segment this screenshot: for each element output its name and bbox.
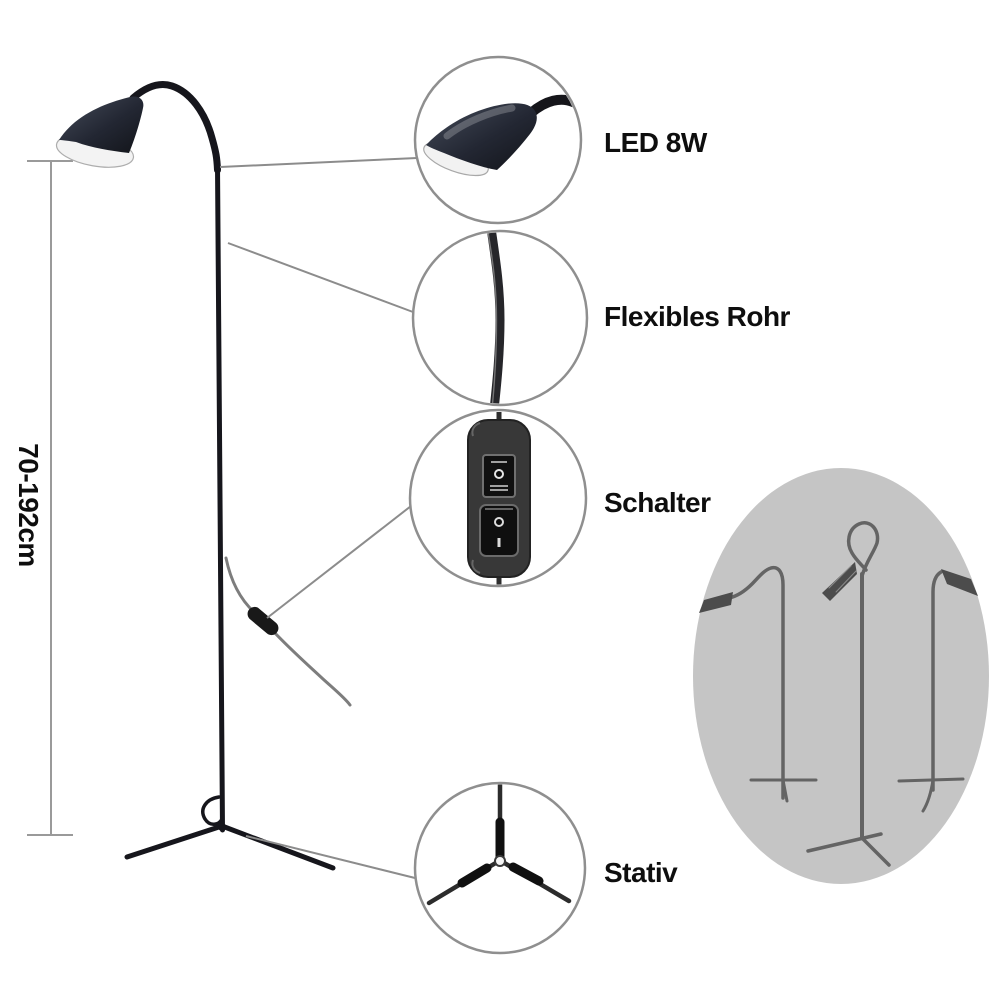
label-switch: Schalter xyxy=(604,487,711,518)
lamp-pole xyxy=(215,163,225,833)
label-flexible-tube: Flexibles Rohr xyxy=(604,301,790,332)
leader-switch xyxy=(266,505,412,619)
leader-flexible-tube xyxy=(227,242,414,313)
height-measurement xyxy=(27,160,73,836)
height-range-label: 70-192cm xyxy=(13,443,44,567)
callout-tripod xyxy=(413,781,587,955)
callout-switch xyxy=(408,408,588,588)
power-cord xyxy=(224,556,352,707)
callout-led xyxy=(413,55,583,225)
variant-lamp-low xyxy=(699,565,818,803)
lamp-head xyxy=(55,96,144,168)
label-led-wattage: LED 8W xyxy=(604,127,707,158)
height-variants xyxy=(693,468,989,884)
floor-lamp-photo xyxy=(55,81,352,871)
callout-circle xyxy=(413,781,587,955)
leader-led xyxy=(219,157,418,168)
callout-flexible-tube xyxy=(411,229,589,407)
callout-leader-lines xyxy=(219,157,418,879)
power-switch-icon xyxy=(467,412,531,585)
tripod-base xyxy=(124,795,336,871)
variant-lamp-mid xyxy=(897,569,978,813)
tripod-base-icon xyxy=(426,784,572,906)
label-tripod: Stativ xyxy=(604,857,678,888)
flexible-tube-icon xyxy=(486,232,505,404)
cord-switch-capsule xyxy=(247,606,279,636)
variants-background-ellipse xyxy=(693,468,989,884)
gooseneck xyxy=(129,81,221,174)
variant-lamp-tall xyxy=(806,521,891,867)
cable-hook xyxy=(201,795,224,826)
leader-tripod xyxy=(245,835,416,879)
